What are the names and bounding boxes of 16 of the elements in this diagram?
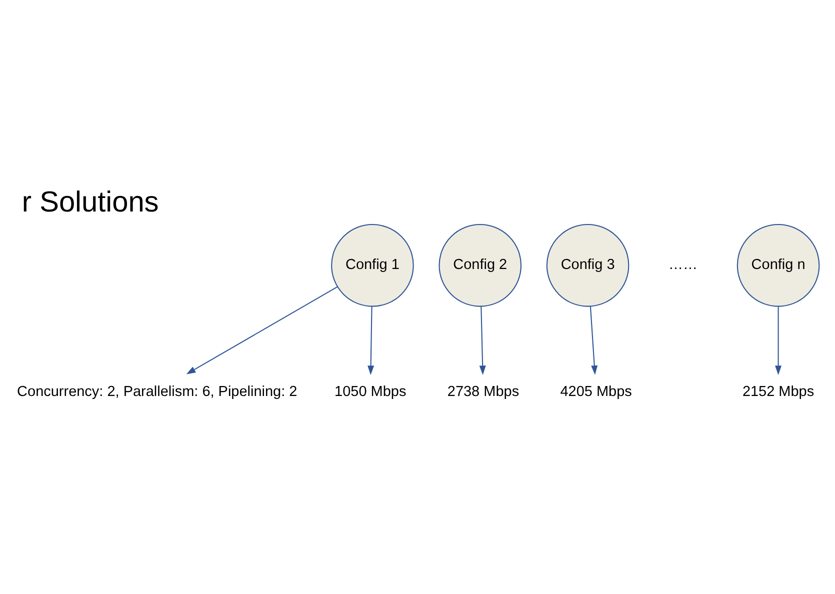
node-circle: Config 1 [331,224,414,306]
node-text: 1050 Mbps [334,384,406,400]
node-text: Concurrency: 2, Parallelism: 6, Pipelining: 2 [17,384,298,400]
node-circle: Config n [736,224,820,306]
diagram-title: r Solutions [22,186,159,218]
node-text: 2738 Mbps [447,384,520,400]
arrow [479,306,486,374]
arrow [368,306,374,374]
node-text: 2152 Mbps [742,384,814,400]
arrow [590,306,598,374]
node-text: 4205 Mbps [560,384,632,400]
label: …… [668,256,698,273]
arrow [775,306,782,374]
arrow [186,286,338,374]
node-circle: Config 3 [546,224,630,306]
node-circle: Config 2 [438,224,522,306]
